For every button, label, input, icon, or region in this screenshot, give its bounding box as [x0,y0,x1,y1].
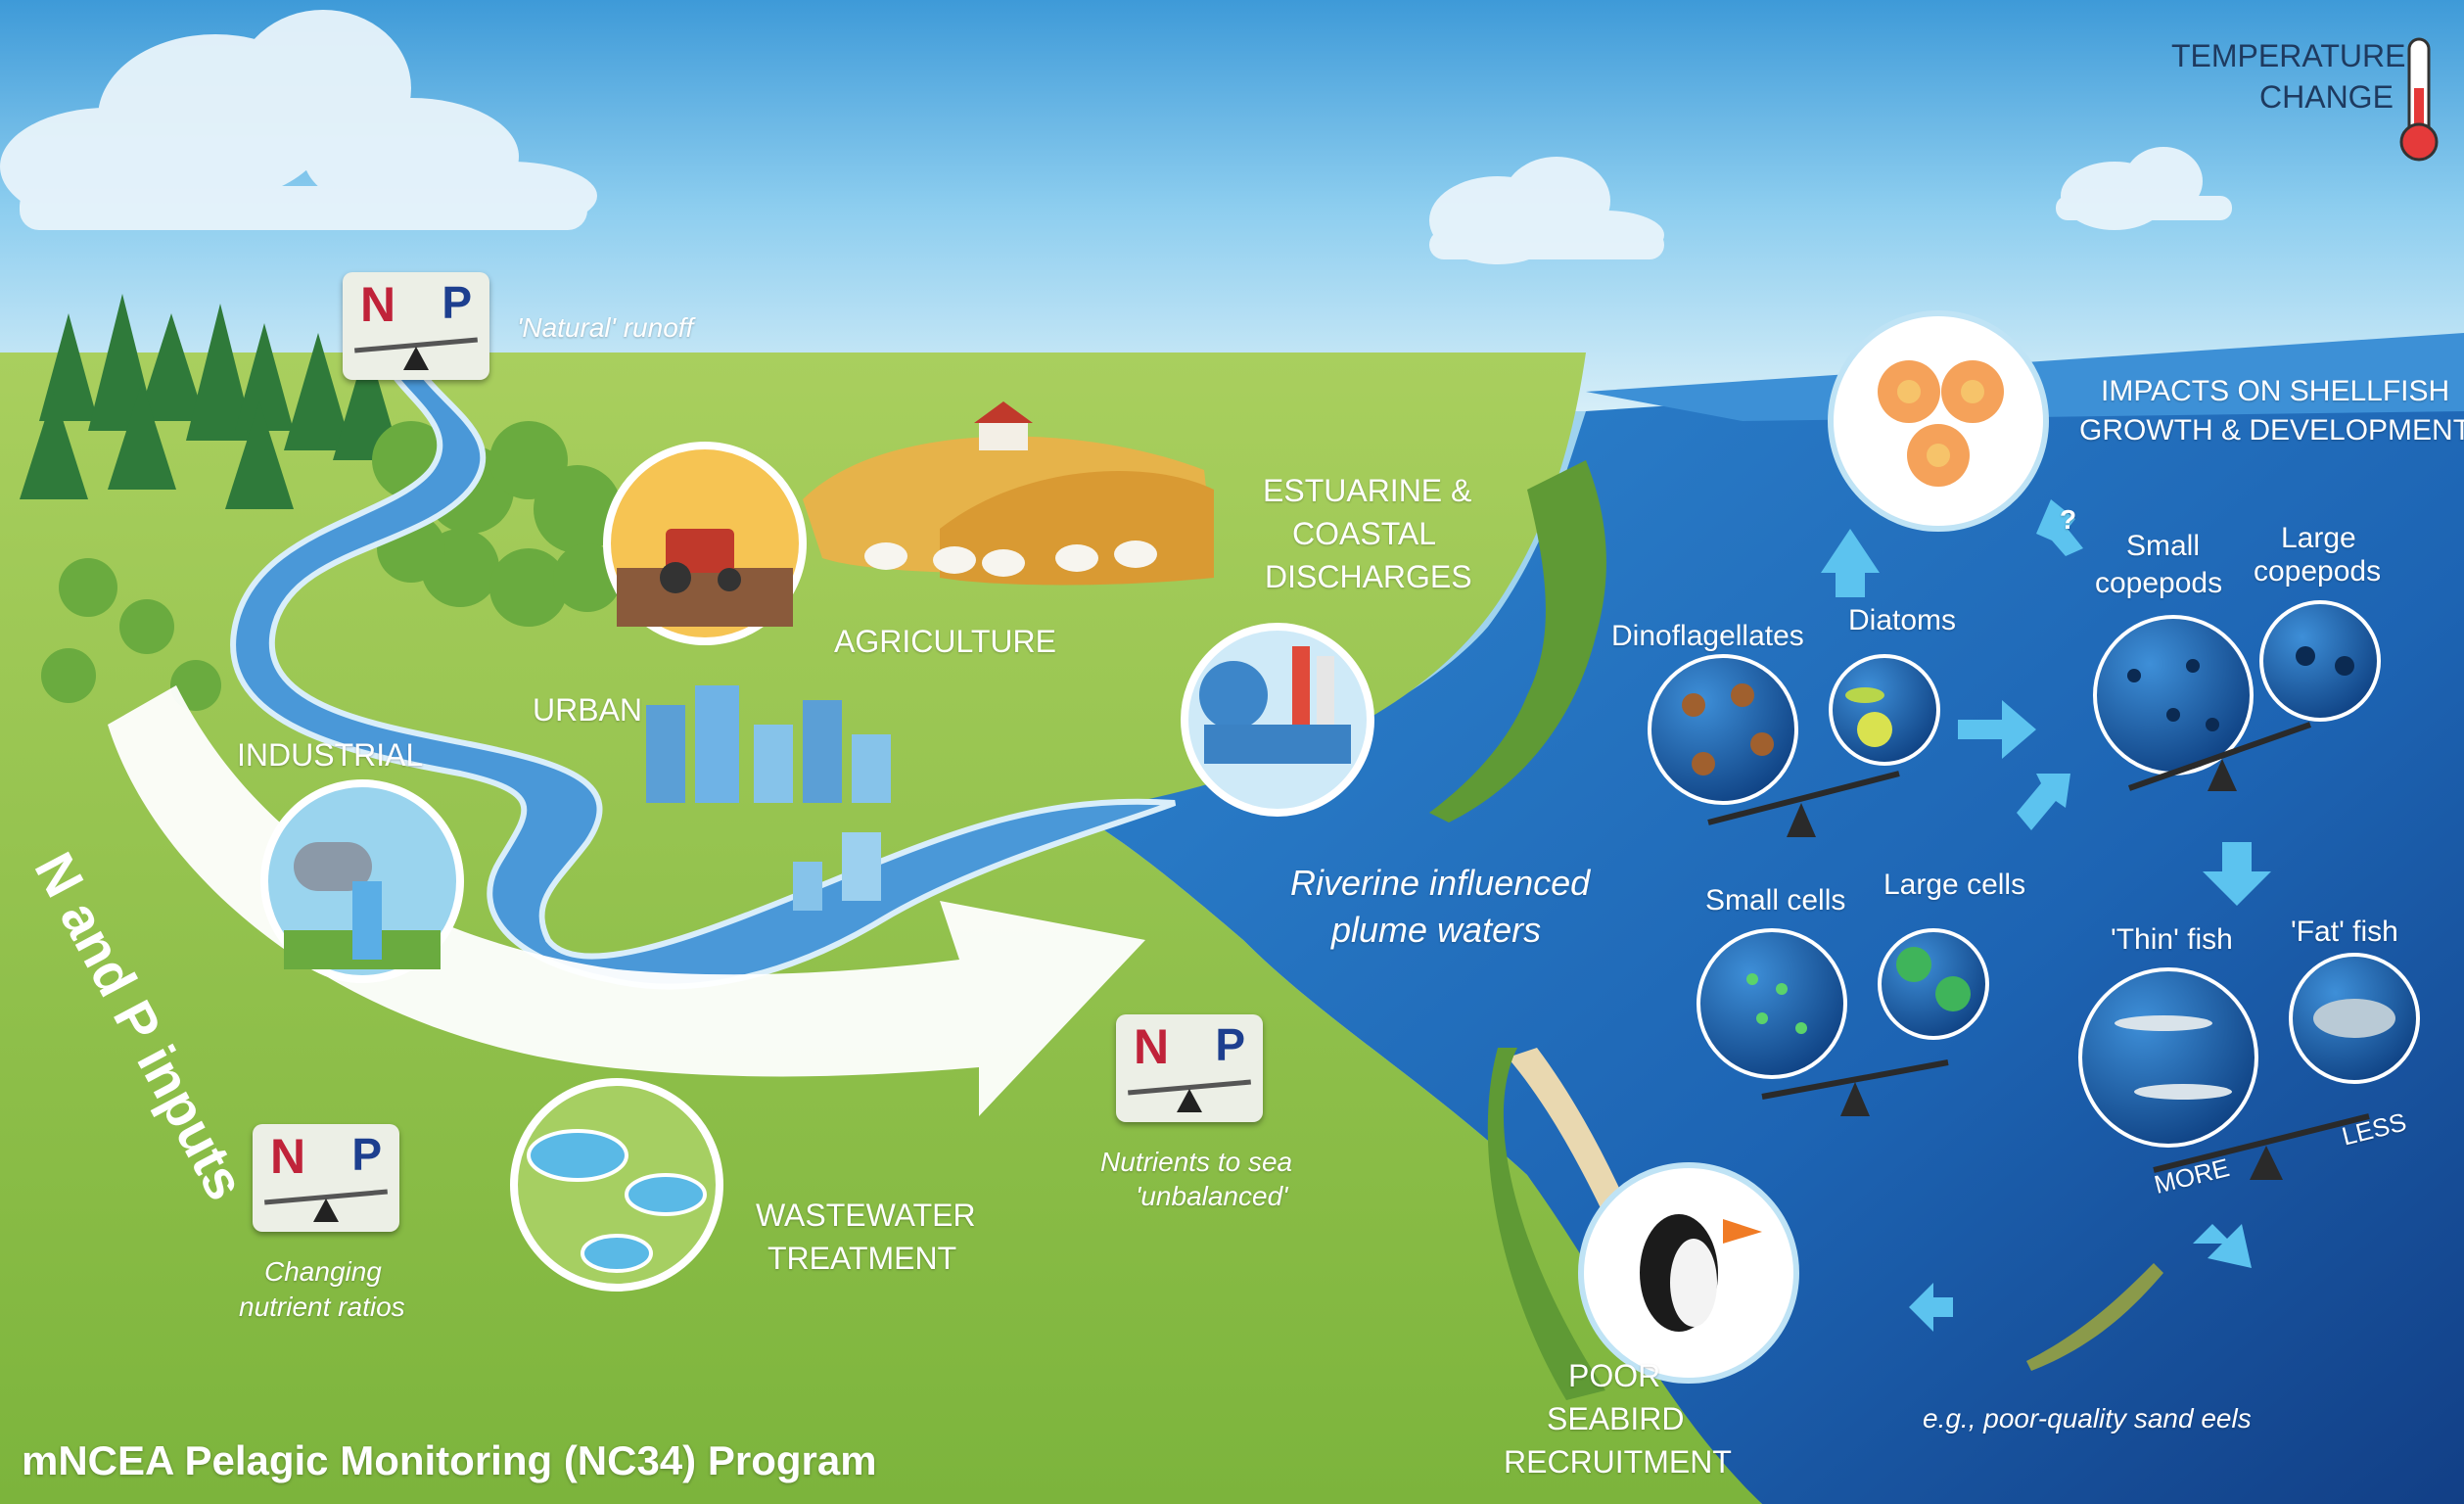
estuarine-label-line2: COASTAL [1292,516,1436,551]
forest-bushes [41,421,622,711]
natural-runoff-label: 'Natural' runoff [517,312,694,343]
np-badge-sea: N P [1116,1014,1263,1122]
seesaws [1707,722,2370,1180]
forest [20,294,401,509]
plume-label-line2: plume waters [1331,910,1542,950]
small-copepods-bubble [2093,615,2254,776]
changing-ratios-line1: Changing [264,1256,382,1287]
industrial-label: INDUSTRIAL [237,737,424,773]
np-inputs-arrow [108,685,1145,1116]
dinoflagellates-label: Dinoflagellates [1611,620,1804,652]
thin-fish-label: 'Thin' fish [2111,923,2233,956]
shellfish-label-line1: IMPACTS ON SHELLFISH [2101,375,2450,407]
agriculture-vignette [603,442,807,645]
coastal-cliff [1429,460,1606,822]
thermometer-icon [2399,37,2439,162]
np-badge-n: N [1134,1019,1170,1074]
river [230,369,1177,990]
diatoms-label: Diatoms [1848,604,1957,636]
estuarine-label-line3: DISCHARGES [1265,559,1472,594]
small-cells-label: Small cells [1705,884,1846,916]
small-copepods-line2: copepods [2095,567,2223,599]
np-badge-fulcrum [403,347,429,370]
nutrients-to-sea-line2: 'unbalanced' [1136,1181,1288,1211]
small-copepods-line1: Small [2126,530,2201,562]
np-badge-n: N [360,277,396,332]
temperature-label-line1: TEMPERATURE [2171,38,2406,73]
sheep [864,540,1157,577]
thin-fish-bubble [2078,967,2258,1148]
question-mark: ? [2060,504,2077,535]
small-cells-bubble [1697,928,1847,1079]
wastewater-label-line2: TREATMENT [767,1241,957,1276]
seabird-label-line2: SEABIRD [1547,1401,1685,1436]
np-badge-p: P [351,1129,382,1180]
industrial-vignette [260,779,464,983]
wastewater-vignette [510,1078,723,1292]
np-badge-p: P [442,277,472,328]
shellfish-vignette [1828,310,2049,532]
cloud-large [0,10,597,230]
program-title: mNCEA Pelagic Monitoring (NC34) Program [22,1437,877,1483]
cloud-middle [1429,157,1664,264]
plume-label-line1: Riverine influenced [1290,863,1591,903]
large-copepods-line1: Large [2281,522,2356,554]
temperature-label-line2: CHANGE [2259,79,2394,115]
seabird-label-line3: RECRUITMENT [1504,1444,1732,1480]
estuarine-vignette [1181,623,1374,817]
np-badge-p: P [1215,1019,1245,1070]
nutrients-to-sea-line1: Nutrients to sea [1100,1147,1293,1177]
shellfish-label-line2: GROWTH & DEVELOPMENT [2079,414,2464,446]
changing-ratios-line2: nutrient ratios [239,1292,405,1322]
large-cells-bubble [1878,928,1989,1040]
seabird-label-line1: POOR [1568,1358,1661,1393]
sand-eels-label: e.g., poor-quality sand eels [1923,1403,2252,1434]
wastewater-label-line1: WASTEWATER [756,1198,976,1233]
np-badge-fulcrum [313,1198,339,1222]
cloud-right [2056,147,2232,230]
np-badge-natural: N P [343,272,489,380]
seabird-vignette [1578,1162,1799,1384]
diatoms-bubble [1829,654,1940,766]
urban-label: URBAN [533,692,643,728]
large-copepods-line2: copepods [2254,555,2382,588]
urban-buildings [646,685,891,911]
estuarine-label-line1: ESTUARINE & [1263,473,1472,508]
sand-eel [2026,1263,2163,1371]
np-badge-n: N [270,1129,306,1184]
fat-fish-bubble [2289,953,2420,1084]
large-copepods-bubble [2259,600,2381,722]
large-cells-label: Large cells [1883,869,2026,901]
dinoflagellates-bubble [1648,654,1798,805]
fat-fish-label: 'Fat' fish [2291,916,2398,948]
np-badge-fulcrum [1177,1089,1202,1112]
np-badge-changing: N P [253,1124,399,1232]
agriculture-label: AGRICULTURE [834,624,1056,659]
flow-arrows [1821,499,2271,1332]
